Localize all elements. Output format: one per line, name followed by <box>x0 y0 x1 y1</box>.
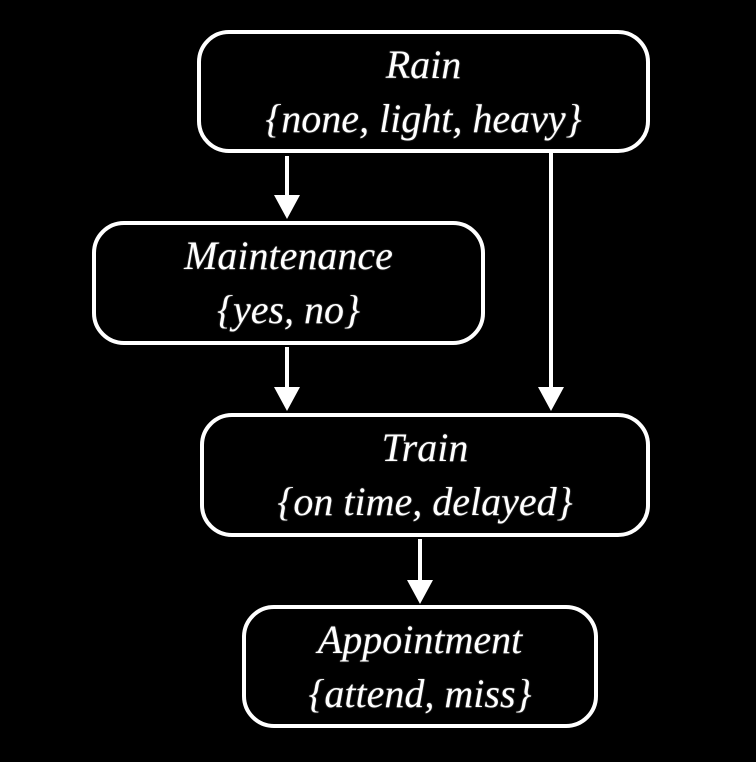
node-train-domain: {on time, delayed} <box>277 479 573 524</box>
edge-train-to-appointment-arrowhead-icon <box>407 580 433 604</box>
edge-rain-to-maintenance-line <box>285 156 289 198</box>
node-maintenance: Maintenance {yes, no} <box>92 221 485 345</box>
node-train-label: Train <box>381 425 469 470</box>
node-rain-domain: {none, light, heavy} <box>265 95 582 141</box>
node-maintenance-label: Maintenance <box>184 233 393 278</box>
node-appointment: Appointment {attend, miss} <box>242 605 598 728</box>
node-rain-label: Rain <box>385 41 462 87</box>
node-maintenance-domain: {yes, no} <box>216 287 361 332</box>
node-train: Train {on time, delayed} <box>200 413 650 537</box>
edge-maintenance-to-train-line <box>285 347 289 389</box>
edge-rain-to-maintenance-arrowhead-icon <box>274 195 300 219</box>
node-rain: Rain {none, light, heavy} <box>197 30 650 153</box>
node-appointment-domain: {attend, miss} <box>308 670 532 716</box>
edge-train-to-appointment-line <box>418 539 422 582</box>
edge-rain-to-train-arrowhead-icon <box>538 387 564 411</box>
edge-maintenance-to-train-arrowhead-icon <box>274 387 300 411</box>
node-appointment-label: Appointment <box>317 616 523 662</box>
edge-rain-to-train-line <box>549 153 553 389</box>
